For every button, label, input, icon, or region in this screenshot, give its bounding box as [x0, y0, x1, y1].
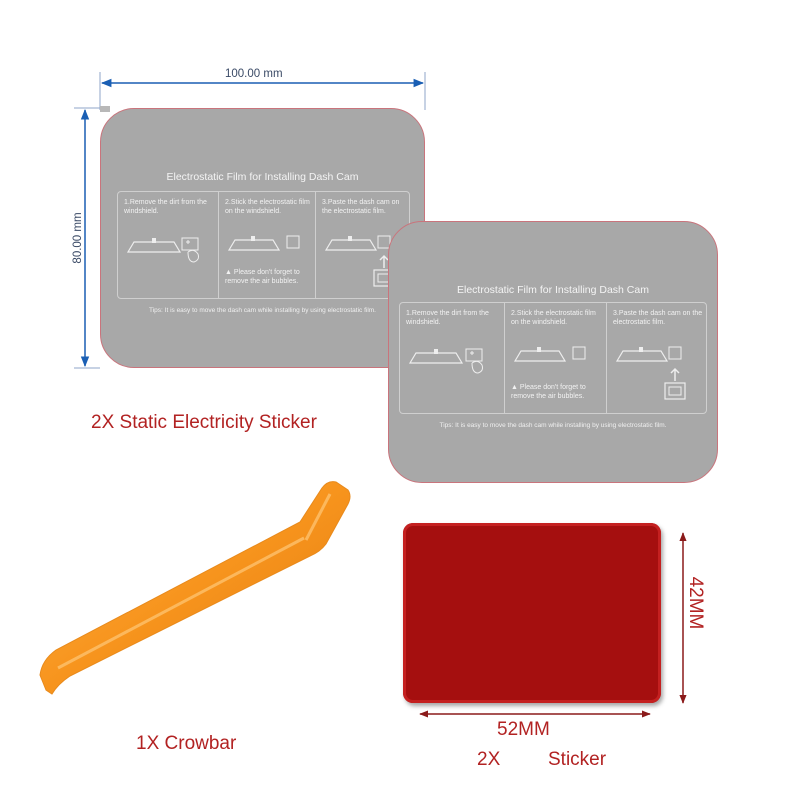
film-title: Electrostatic Film for Installing Dash C…: [457, 284, 649, 296]
step-text: 1.Remove the dirt from the windshield.: [406, 310, 489, 326]
film-step-1: 1.Remove the dirt from the windshield.: [400, 303, 504, 413]
height-dimension-label: 80.00 mm: [72, 212, 84, 264]
step-text: 2.Stick the electrostatic film on the wi…: [511, 310, 596, 326]
film-step-2: 2.Stick the electrostatic film on the wi…: [504, 303, 606, 413]
windshield-clean-icon: [126, 237, 199, 263]
windshield-film-icon: [513, 346, 586, 362]
step-text: 2.Stick the electrostatic film on the wi…: [225, 199, 310, 215]
sticker-height-label: 42MM: [685, 576, 706, 630]
film-step-2: 2.Stick the electrostatic film on the wi…: [218, 192, 315, 298]
windshield-film-icon: [227, 235, 300, 251]
step-text: 3.Paste the dash cam on the electrostati…: [613, 310, 703, 326]
film-title: Electrostatic Film for Installing Dash C…: [166, 171, 359, 183]
film-steps-box: 1.Remove the dirt from the windshield. 2…: [117, 191, 410, 299]
film-steps-box: 1.Remove the dirt from the windshield. 2…: [399, 302, 707, 414]
sticker-caption: Sticker: [548, 749, 607, 770]
static-sticker-caption: 2X Static Electricity Sticker: [91, 412, 317, 433]
crowbar-caption: 1X Crowbar: [136, 733, 237, 754]
crowbar-image: [39, 481, 351, 695]
film-step-1: 1.Remove the dirt from the windshield.: [118, 192, 218, 298]
width-dimension-label: 100.00 mm: [225, 68, 283, 80]
sticker-width-label: 52MM: [497, 719, 550, 740]
step-text: 1.Remove the dirt from the windshield.: [124, 199, 207, 215]
electrostatic-film-front: Electrostatic Film for Installing Dash C…: [388, 221, 718, 483]
film-note: ▲ Please don't forget to remove the air …: [511, 384, 586, 400]
film-note: ▲ Please don't forget to remove the air …: [225, 269, 300, 285]
electrostatic-film-back: Electrostatic Film for Installing Dash C…: [100, 108, 425, 368]
film-tips: Tips: It is easy to move the dash cam wh…: [149, 307, 376, 314]
dashcam-paste-icon: [615, 346, 686, 400]
sticker-qty-caption: 2X: [477, 749, 501, 770]
film-step-3: 3.Paste the dash cam on the electrostati…: [606, 303, 708, 413]
red-adhesive-sticker: [403, 523, 661, 703]
windshield-clean-icon: [408, 348, 483, 374]
film-tips: Tips: It is easy to move the dash cam wh…: [439, 422, 667, 429]
step-text: 3.Paste the dash cam on the electrostati…: [322, 199, 400, 215]
